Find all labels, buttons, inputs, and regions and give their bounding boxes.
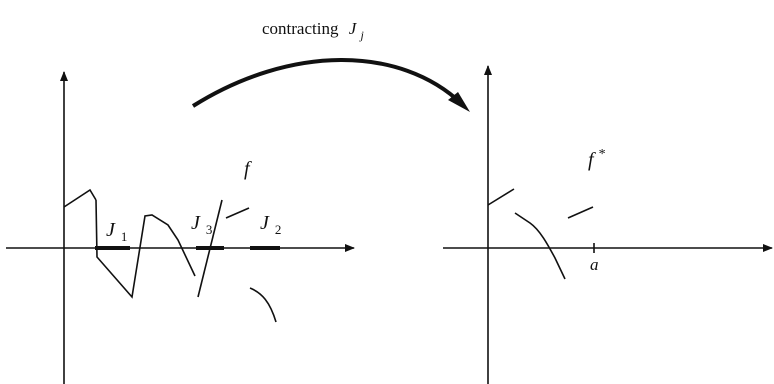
- f-graph-piece-5: [249, 287, 277, 323]
- f-graph-piece-1: [63, 188, 97, 208]
- interval-label-j3-var: J: [191, 212, 201, 234]
- interval-label-j1: J 1: [106, 219, 127, 244]
- a-label: a: [590, 255, 599, 274]
- caption: contracting J j: [262, 19, 365, 42]
- contraction-arrow: [191, 58, 464, 108]
- fstar-label: f *: [588, 147, 606, 171]
- f-label: f: [244, 158, 252, 180]
- f-graph-piece-2: [95, 199, 196, 299]
- contraction-arrowhead: [448, 92, 470, 112]
- interval-label-j2-var: J: [260, 212, 270, 234]
- interval-label-j2-sub: 2: [275, 222, 282, 237]
- caption-var: J: [349, 19, 358, 38]
- fstar-label-var: f: [588, 149, 596, 171]
- interval-label-j1-sub: 1: [121, 229, 128, 244]
- fstar-label-sup: *: [599, 147, 606, 162]
- fstar-graph-piece-2: [514, 212, 566, 280]
- f-graph-piece-4: [225, 207, 250, 219]
- caption-text: contracting: [262, 19, 339, 38]
- interval-label-j3: J 3: [191, 212, 212, 237]
- interval-label-j3-sub: 3: [206, 222, 213, 237]
- right-panel: f * a: [443, 65, 773, 384]
- f-graph-piece-3: [197, 199, 223, 298]
- left-panel: f J 1 J 3 J 2: [6, 71, 355, 384]
- fstar-graph-piece-3: [567, 206, 594, 219]
- interval-label-j2: J 2: [260, 212, 281, 237]
- caption-sub: j: [359, 28, 365, 42]
- fstar-graph-piece-1: [487, 188, 515, 206]
- interval-label-j1-var: J: [106, 219, 116, 241]
